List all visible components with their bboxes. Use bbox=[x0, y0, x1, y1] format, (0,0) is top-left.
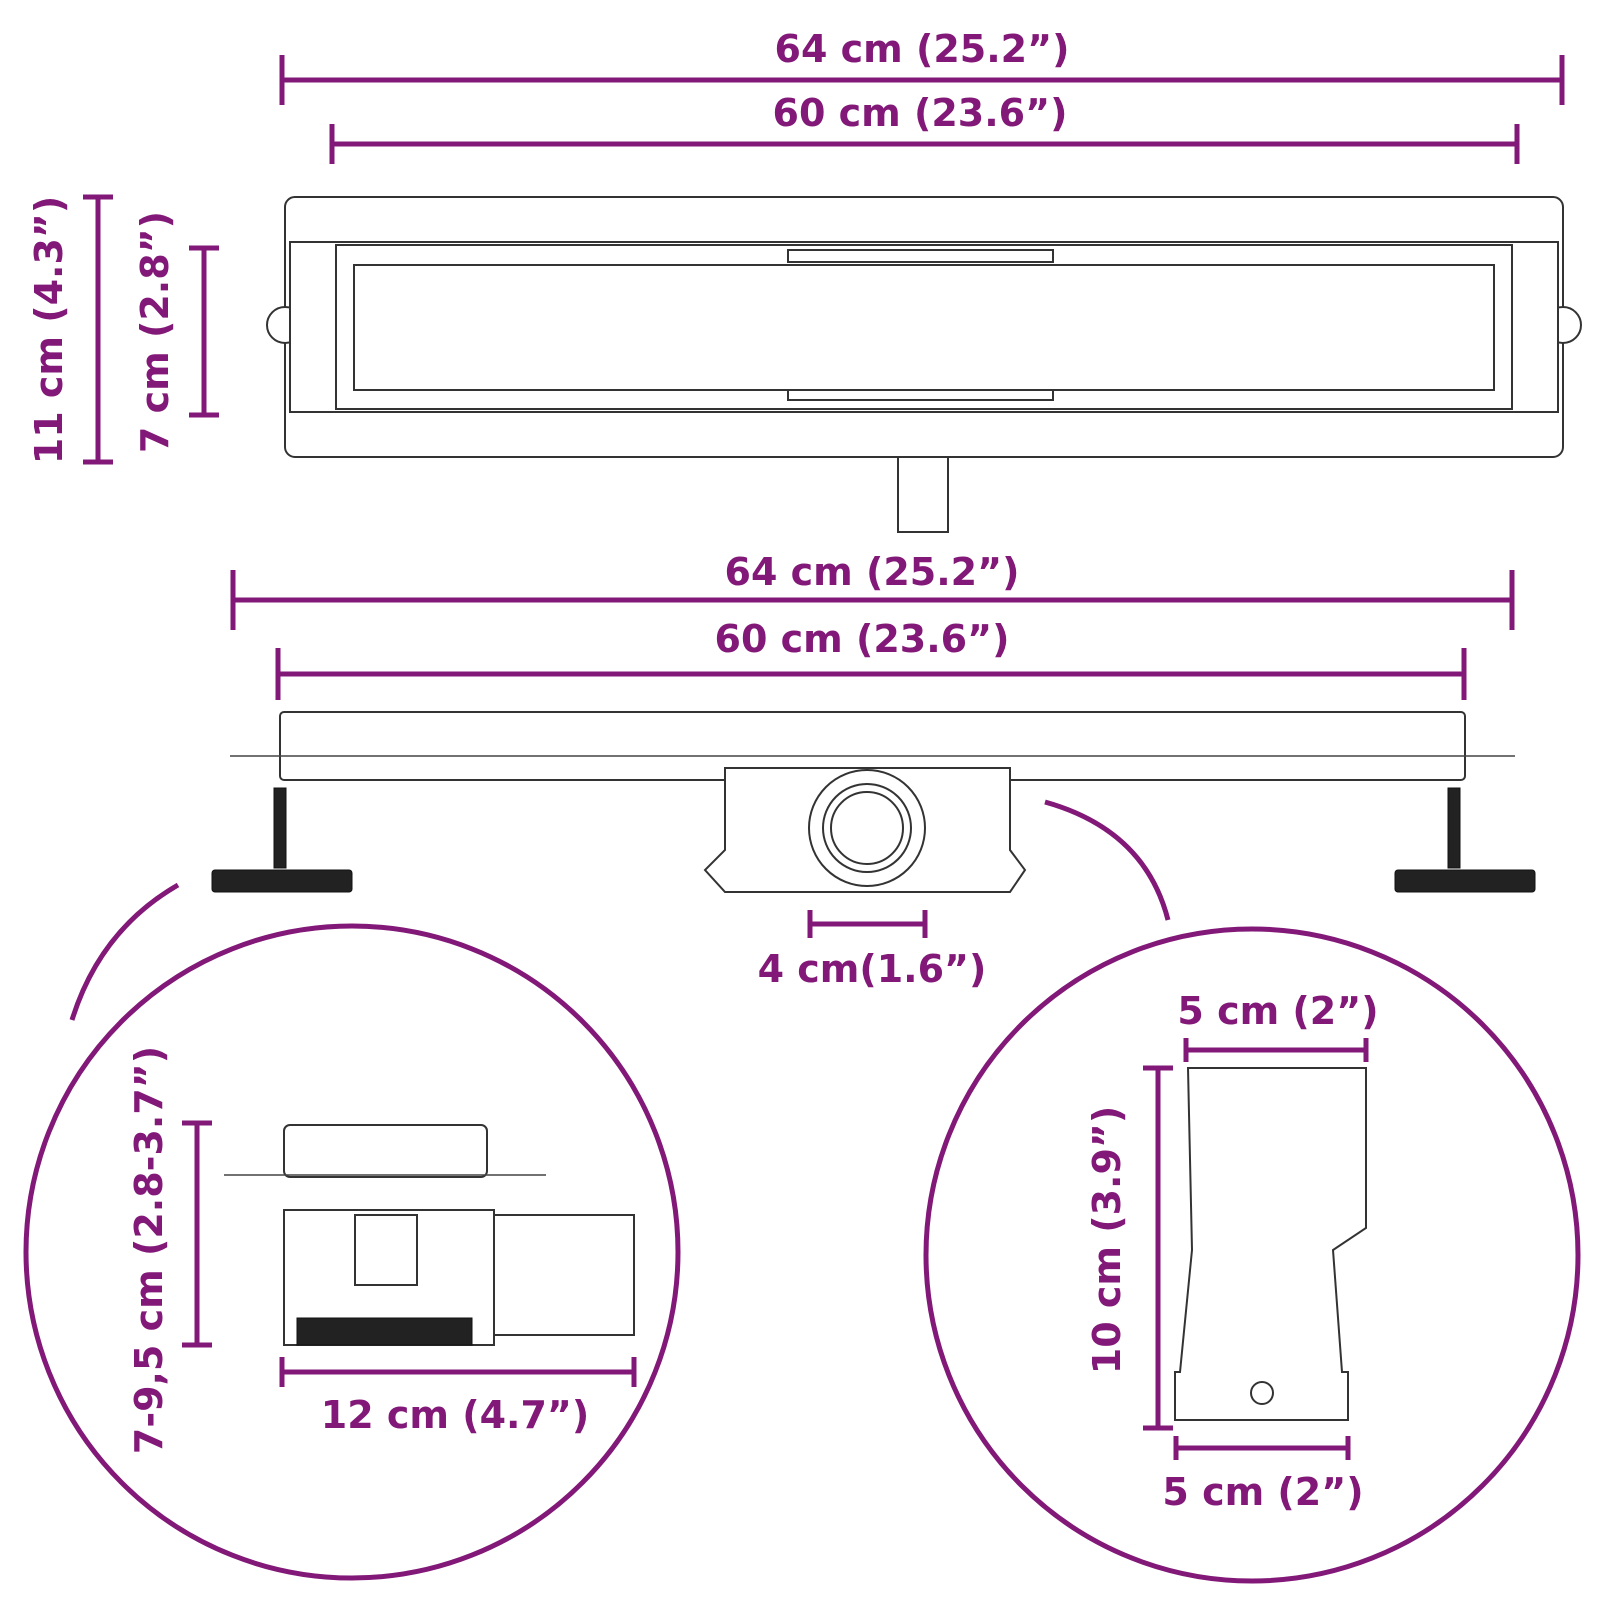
arrow-to-left-detail bbox=[69, 882, 180, 1021]
bottom-width-label: 5 cm (2”) bbox=[1162, 1470, 1363, 1514]
height-range-label: 7-9,5 cm (2.8-3.7”) bbox=[127, 1046, 171, 1454]
dimension-grate-width: 7 cm (2.8”) bbox=[133, 211, 219, 453]
dimension-depth: 12 cm (4.7”) bbox=[279, 1357, 637, 1437]
dimension-outlet-diameter: 4 cm(1.6”) bbox=[758, 910, 987, 991]
dimension-bottom-width: 5 cm (2”) bbox=[1162, 1436, 1364, 1514]
top-width-label: 5 cm (2”) bbox=[1177, 989, 1378, 1033]
dimension-overall-length-side: 64 cm (25.2”) bbox=[230, 550, 1515, 630]
right-detail-circle: 5 cm (2”) 10 cm (3.9”) 5 cm (2”) bbox=[923, 926, 1581, 1584]
leg-detail-drawing bbox=[224, 1124, 635, 1346]
dimension-top-width: 5 cm (2”) bbox=[1177, 989, 1379, 1062]
drain-top-drawing bbox=[266, 196, 1582, 533]
depth-label: 12 cm (4.7”) bbox=[321, 1393, 590, 1437]
channel-length-label: 60 cm (23.6”) bbox=[715, 617, 1010, 661]
side-overall-length-label: 64 cm (25.2”) bbox=[725, 550, 1020, 594]
dimension-overall-width: 11 cm (4.3”) bbox=[27, 194, 113, 465]
dimension-height: 10 cm (3.9”) bbox=[1085, 1065, 1173, 1431]
height-label: 10 cm (3.9”) bbox=[1085, 1106, 1129, 1375]
drain-side-drawing bbox=[211, 711, 1536, 893]
dimension-height-range: 7-9,5 cm (2.8-3.7”) bbox=[127, 1046, 212, 1454]
arrow-to-right-detail bbox=[1044, 799, 1171, 921]
dimension-overall-length-top: 64 cm (25.2”) bbox=[279, 27, 1565, 105]
top-view: 64 cm (25.2”) 60 cm (23.6”) 11 cm (4.3”)… bbox=[27, 27, 1582, 533]
grate-length-label: 60 cm (23.6”) bbox=[773, 91, 1068, 135]
dimension-channel-length: 60 cm (23.6”) bbox=[275, 617, 1467, 700]
grate-width-label: 7 cm (2.8”) bbox=[133, 211, 177, 453]
outlet-diameter-label: 4 cm(1.6”) bbox=[758, 947, 987, 991]
outlet-detail-drawing bbox=[1174, 1067, 1367, 1421]
overall-length-label: 64 cm (25.2”) bbox=[775, 27, 1070, 71]
overall-width-label: 11 cm (4.3”) bbox=[27, 196, 71, 465]
dimension-grate-length-top: 60 cm (23.6”) bbox=[329, 91, 1520, 164]
side-view: 64 cm (25.2”) 60 cm (23.6”) 4 cm(1.6”) bbox=[69, 550, 1536, 1021]
left-detail-circle: 7-9,5 cm (2.8-3.7”) 12 cm (4.7”) bbox=[23, 923, 681, 1581]
